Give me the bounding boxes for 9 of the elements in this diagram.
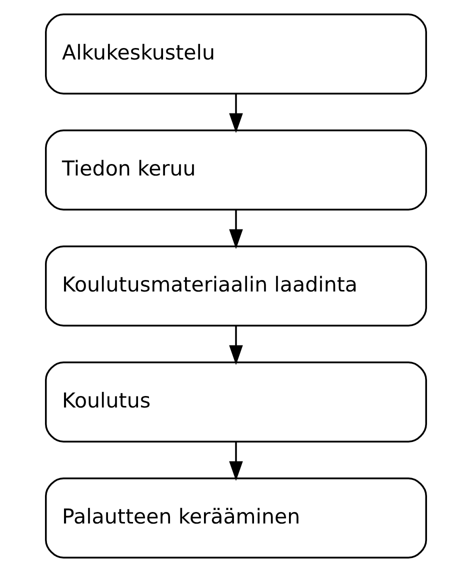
node-box: Koulutus xyxy=(44,361,426,442)
node-box: Palautteen kerääminen xyxy=(44,477,426,558)
arrow xyxy=(228,326,242,365)
arrow xyxy=(228,442,242,481)
node-box: Koulutusmateriaalin laadinta xyxy=(44,245,426,327)
arrow xyxy=(228,94,242,133)
node-box: Alkukeskustelu xyxy=(44,14,426,95)
arrow xyxy=(228,210,242,249)
node-box: Tiedon keruu xyxy=(44,130,426,211)
